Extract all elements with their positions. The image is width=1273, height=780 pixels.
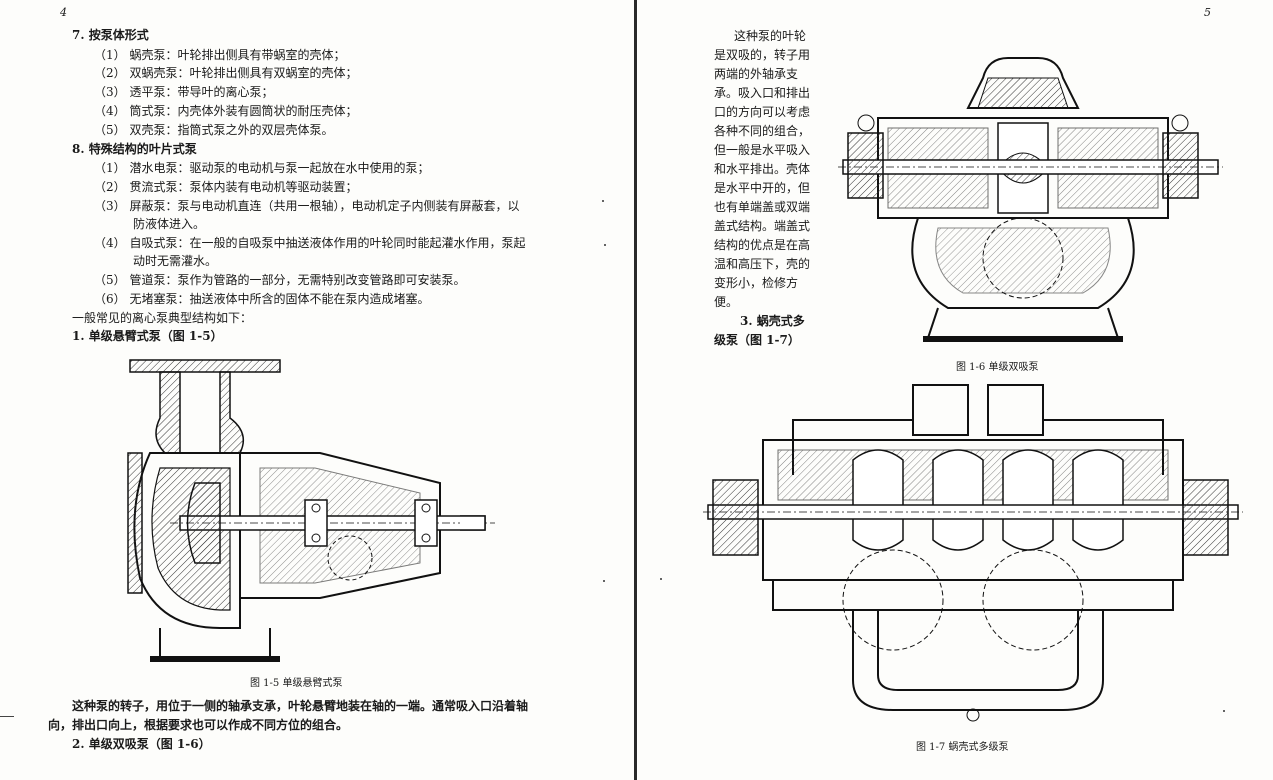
right-page: 5 这种泵的叶轮 是双吸的，转子用 两端的外轴承支 承。吸入口和排出 口的方向可… (638, 0, 1273, 780)
section-heading: 8. 特殊结构的叶片式泵 (72, 142, 197, 156)
side-text-line: 便。 (714, 295, 739, 309)
page-gutter (634, 0, 637, 780)
left-page: 4 7. 按泵体形式 （1） 蜗壳泵：叶轮排出侧具有带蜗室的壳体； （2） 双蜗… (0, 0, 634, 780)
side-text-line: 各种不同的组合， (714, 124, 811, 138)
page-number: 5 (1204, 6, 1211, 19)
side-text-line: 和水平排出。壳体 (714, 162, 811, 176)
side-text-line: 结构的优点是在高 (714, 238, 811, 252)
section-heading: 级泵（图 1-7） (714, 333, 800, 347)
side-text-line: 这种泵的叶轮 (734, 29, 807, 43)
list-item-continuation: 防液体进入。 (133, 217, 206, 231)
scan-speck (660, 578, 662, 580)
scan-speck (1223, 710, 1225, 712)
side-text-line: 是双吸的，转子用 (714, 48, 811, 62)
list-item: （5） 双壳泵：指筒式泵之外的双层壳体泵。 (94, 123, 334, 137)
side-text-line: 是水平中开的，但 (714, 181, 811, 195)
side-text-line: 变形小，检修方 (714, 276, 799, 290)
list-item: （2） 贯流式泵：泵体内装有电动机等驱动装置； (94, 180, 358, 194)
list-item: （6） 无堵塞泵：抽送液体中所含的固体不能在泵内造成堵塞。 (94, 292, 430, 306)
list-item: （5） 管道泵：泵作为管路的一部分，无需特别改变管路即可安装泵。 (94, 273, 466, 287)
figure-1-7-drawing (703, 384, 1243, 722)
figure-caption: 图 1-7 蜗壳式多级泵 (916, 742, 1009, 753)
scan-speck (603, 580, 605, 582)
side-text-line: 承。吸入口和排出 (714, 86, 811, 100)
paragraph: 这种泵的转子，用位于一侧的轴承支承，叶轮悬臂地装在轴的一端。通常吸入口沿着轴 (72, 699, 529, 713)
list-item: （3） 屏蔽泵：泵与电动机直连（共用一根轴），电动机定子内侧装有屏蔽套，以 (94, 199, 520, 213)
scan-mark (0, 716, 14, 717)
list-item: （2） 双蜗壳泵：叶轮排出侧具有双蜗室的壳体； (94, 66, 358, 80)
scan-speck (602, 200, 604, 202)
list-item: （1） 蜗壳泵：叶轮排出侧具有带蜗室的壳体； (94, 48, 346, 62)
list-item: （4） 自吸式泵：在一般的自吸泵中抽送液体作用的叶轮同时能起灌水作用，泵起 (94, 236, 526, 250)
paragraph: 向，排出口向上，根据要求也可以作成不同方位的组合。 (48, 718, 349, 732)
scan-speck (604, 244, 606, 246)
section-heading: 1. 单级悬臂式泵（图 1-5） (72, 329, 223, 343)
side-text-line: 但一般是水平吸入 (714, 143, 811, 157)
paragraph: 一般常见的离心泵典型结构如下： (72, 311, 253, 325)
list-item-continuation: 动时无需灌水。 (133, 254, 218, 268)
side-text-line: 也有单端盖或双端 (714, 200, 811, 214)
list-item: （4） 筒式泵：内壳体外装有圆筒状的耐压壳体； (94, 104, 358, 118)
side-text-line: 盖式结构。端盖式 (714, 219, 811, 233)
side-text-line: 两端的外轴承支 (714, 67, 799, 81)
side-text-line: 口的方向可以考虑 (714, 105, 811, 119)
figure-caption: 图 1-6 单级双吸泵 (956, 362, 1039, 373)
list-item: （3） 透平泵：带导叶的离心泵； (94, 85, 274, 99)
figure-1-5-drawing (127, 359, 495, 662)
list-item: （1） 潜水电泵：驱动泵的电动机与泵一起放在水中使用的泵； (94, 161, 430, 175)
page-number: 4 (60, 6, 67, 19)
section-heading: 2. 单级双吸泵（图 1-6） (72, 737, 211, 751)
side-text-line: 温和高压下，壳的 (714, 257, 811, 271)
section-heading: 3. 蜗壳式多 (740, 314, 805, 328)
figure-caption: 图 1-5 单级悬臂式泵 (250, 678, 343, 689)
figure-1-6-drawing (838, 57, 1223, 342)
section-heading: 7. 按泵体形式 (72, 28, 149, 42)
